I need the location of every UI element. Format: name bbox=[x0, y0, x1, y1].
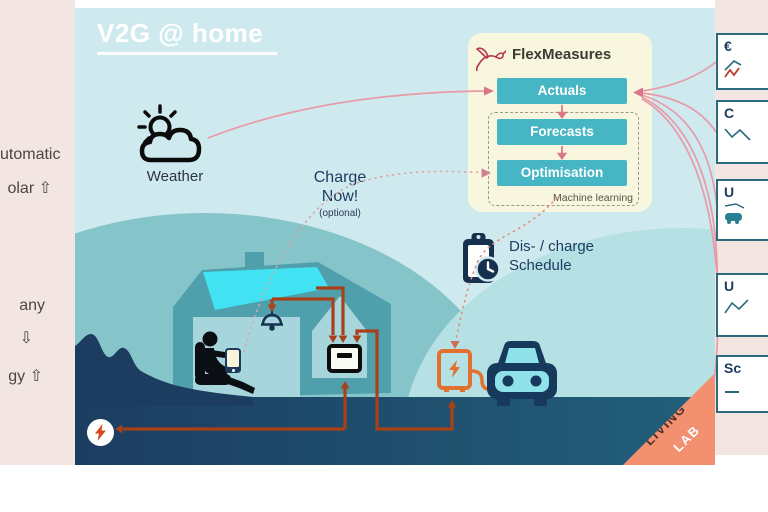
optional-note: (optional) bbox=[319, 208, 361, 219]
flexmeasures-title: FlexMeasures bbox=[512, 46, 612, 63]
usage-chart-sketch bbox=[724, 299, 749, 314]
schedule-line1: Dis- / charge bbox=[509, 238, 595, 255]
card-label: € bbox=[724, 38, 732, 54]
card-label: U bbox=[724, 184, 735, 200]
right-card-c: C bbox=[716, 100, 768, 164]
charge-now-line2: Now! bbox=[321, 188, 359, 205]
flexmeasures-panel: FlexMeasures Actuals Forecasts Optimisat… bbox=[468, 33, 652, 212]
charge-now-line1: Charge bbox=[313, 169, 367, 186]
left-text-solar: olar ⇧ bbox=[7, 180, 52, 197]
schedule-label: Dis- / charge Schedule bbox=[509, 237, 594, 275]
living-lab-line2: LAB bbox=[670, 422, 703, 455]
charger-bolt-icon bbox=[448, 360, 460, 378]
car-icon bbox=[487, 341, 557, 406]
waves-silhouette bbox=[75, 334, 253, 406]
right-card-u1: U bbox=[716, 179, 768, 241]
weather-label: Weather bbox=[146, 168, 204, 185]
clipboard-clock-icon bbox=[463, 233, 501, 283]
machine-learning-label: Machine learning bbox=[553, 192, 633, 204]
down-arrow-icon: ⇩ bbox=[19, 330, 33, 347]
card-label: C bbox=[724, 105, 735, 121]
right-card-u2: U bbox=[716, 273, 768, 337]
right-card-sc: Sc bbox=[716, 355, 768, 413]
price-chart-sketch bbox=[724, 60, 742, 78]
charger-leg bbox=[460, 386, 465, 392]
phone-home-dot bbox=[231, 368, 235, 372]
phone-icon bbox=[225, 348, 241, 373]
v2g-diagram: V2G @ home Weather Charge Now! (optional… bbox=[75, 8, 715, 465]
schedule-sketch bbox=[725, 391, 739, 393]
card-label: U bbox=[724, 278, 735, 294]
line-chart-sketch bbox=[724, 128, 751, 141]
usage-car-sketch bbox=[724, 203, 745, 224]
optimisation-button: Optimisation bbox=[497, 160, 627, 186]
actuals-button: Actuals bbox=[497, 78, 627, 104]
schedule-line2: Schedule bbox=[509, 257, 572, 274]
charge-now-label: Charge Now! (optional) bbox=[285, 168, 395, 219]
phone-screen bbox=[227, 350, 239, 367]
right-card-euro: € bbox=[716, 33, 768, 90]
page-title: V2G @ home bbox=[97, 18, 278, 55]
left-text-automatic: utomatic bbox=[0, 146, 61, 163]
charger-leg bbox=[444, 386, 449, 392]
hummingbird-icon bbox=[476, 47, 506, 71]
ground bbox=[75, 397, 715, 465]
person-silhouette bbox=[195, 331, 255, 394]
card-label: Sc bbox=[724, 360, 742, 376]
left-panel: utomatic olar ⇧ any ⇩ gy ⇧ bbox=[0, 0, 75, 465]
forecasts-button: Forecasts bbox=[497, 119, 627, 145]
left-text-any: any bbox=[19, 297, 45, 314]
left-text-energy: gy ⇧ bbox=[8, 368, 43, 385]
lamp-icon bbox=[261, 311, 283, 331]
weather-icon bbox=[137, 104, 202, 163]
meter-display bbox=[337, 353, 352, 358]
grid-bolt-icon bbox=[87, 419, 114, 446]
ev-charger-icon bbox=[437, 349, 472, 392]
meter-icon bbox=[327, 344, 362, 373]
